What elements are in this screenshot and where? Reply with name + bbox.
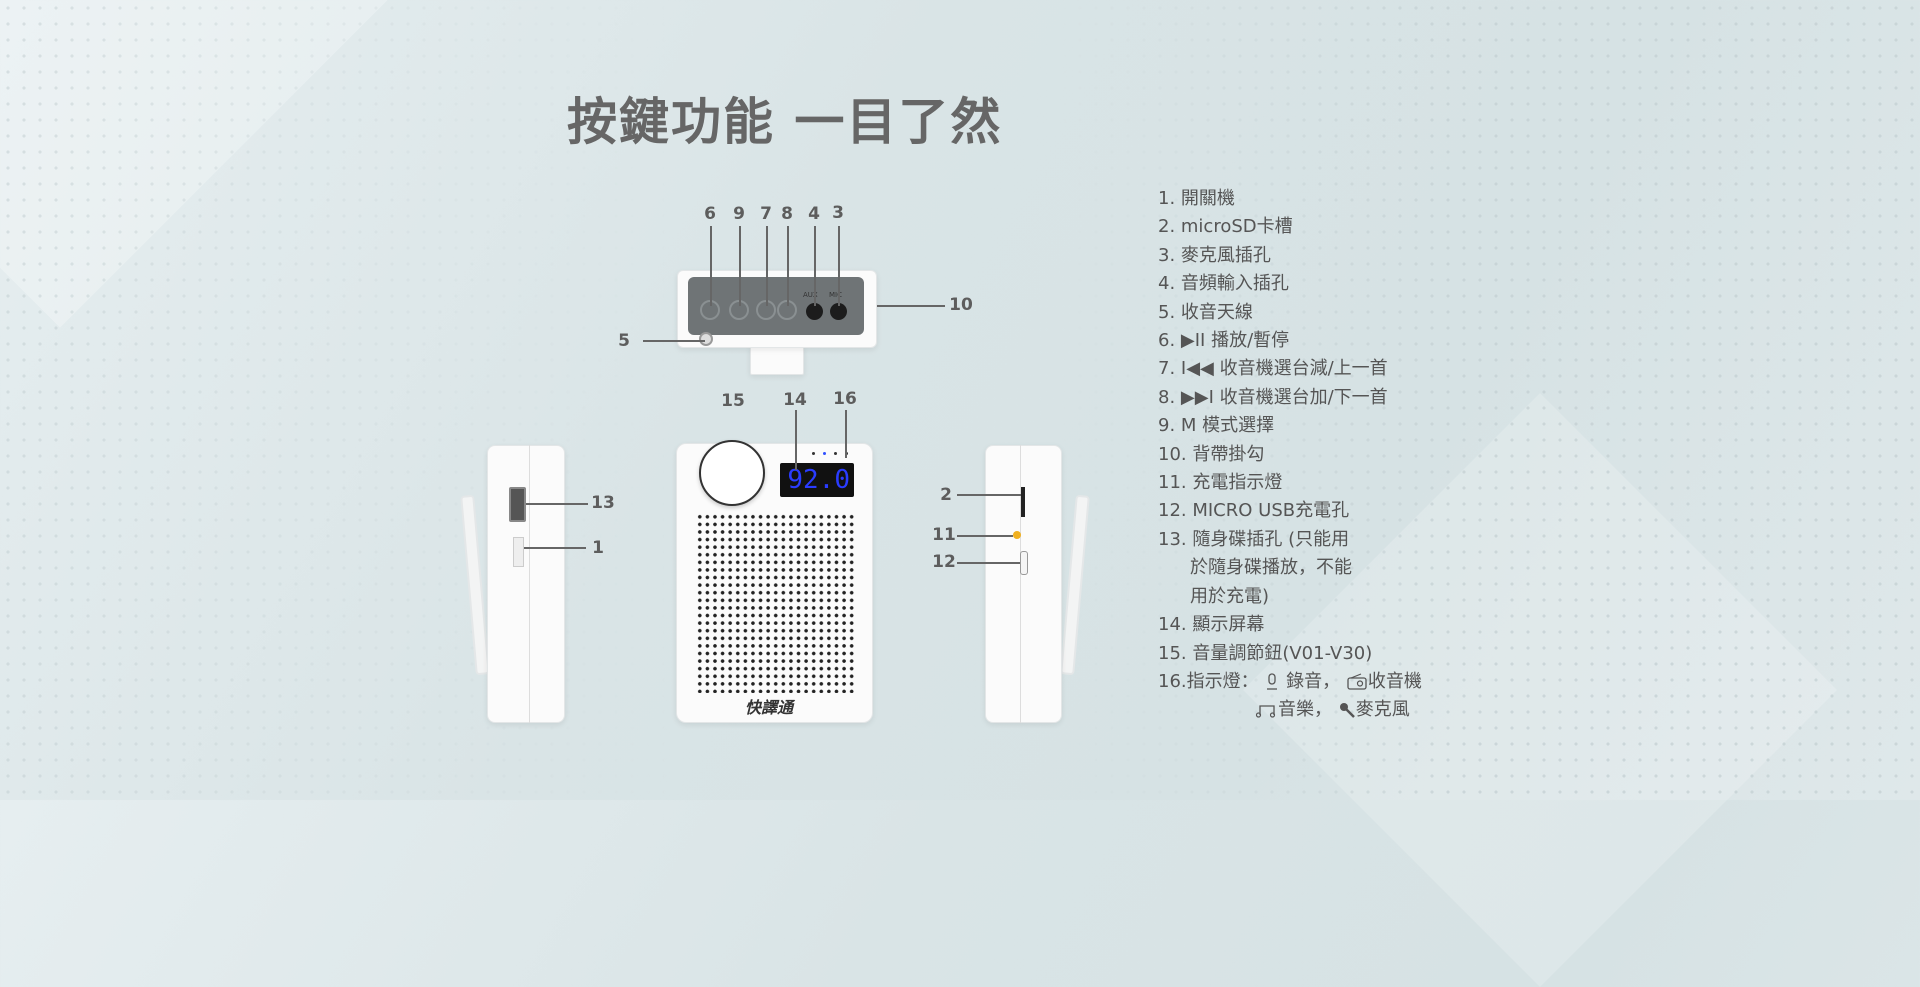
indicator-item-cont: 音樂， 麥克風 xyxy=(1158,696,1422,724)
microphone-icon xyxy=(1267,673,1278,690)
feature-item: 1. 開關機 xyxy=(1158,188,1235,209)
callout-3: 3 xyxy=(832,203,844,223)
brand-logo: 快譯通 xyxy=(745,698,794,717)
feature-item: 2. microSD卡槽 xyxy=(1158,216,1293,238)
feature-item: 14. 顯示屏幕 xyxy=(1158,614,1265,636)
feature-item: 10. 背帶掛勾 xyxy=(1158,443,1265,465)
aux-label: AUX xyxy=(803,291,818,299)
feature-item-cont: 於隨身碟播放，不能 xyxy=(1190,557,1352,579)
callout-6: 6 xyxy=(704,204,716,224)
indicator-item: 16.指示燈： 錄音， 收音機 xyxy=(1158,668,1422,696)
speaker-grille xyxy=(696,513,855,693)
callout-13: 13 xyxy=(591,493,615,513)
callout-8: 8 xyxy=(781,204,793,224)
page-title: 按鍵功能 一目了然 xyxy=(567,93,1003,151)
feature-item: 3. 麥克風插孔 xyxy=(1158,244,1271,266)
dot-pattern xyxy=(0,0,1920,800)
music-icon xyxy=(1255,705,1276,718)
mic-label: MIC xyxy=(829,291,842,299)
sd-slot xyxy=(1021,487,1025,517)
callout-16: 16 xyxy=(833,389,857,409)
indicator-mic: 麥克風 xyxy=(1355,699,1410,721)
radio-icon xyxy=(1347,673,1367,690)
feature-item: 13. 隨身碟插孔 (只能用 xyxy=(1158,528,1350,550)
callout-9: 9 xyxy=(733,204,745,224)
feature-list: 1. 開關機 2. microSD卡槽 3. 麥克風插孔 4. 音頻輸入插孔 5… xyxy=(1158,185,1422,725)
clip xyxy=(750,345,804,375)
indicator-radio: 收音機 xyxy=(1367,670,1422,692)
charge-led xyxy=(1013,531,1021,539)
indicator-leds xyxy=(812,452,848,458)
feature-item: 6. ▶II 播放/暫停 xyxy=(1158,330,1290,352)
feature-item: 9. M 模式選擇 xyxy=(1158,415,1275,437)
power-switch[interactable] xyxy=(513,537,524,567)
aux-jack xyxy=(806,303,823,320)
callout-7: 7 xyxy=(760,204,772,224)
lcd-display: 92.0 xyxy=(780,463,854,497)
callout-12: 12 xyxy=(932,552,956,572)
feature-item: 4. 音頻輸入插孔 xyxy=(1158,273,1289,295)
indicator-prefix: 16.指示燈： xyxy=(1158,670,1259,692)
antenna xyxy=(699,332,713,346)
callout-5: 5 xyxy=(618,331,630,351)
feature-item: 7. I◀◀ 收音機選台減/上一首 xyxy=(1158,358,1388,380)
callout-10: 10 xyxy=(949,295,973,315)
callout-2: 2 xyxy=(940,485,952,505)
micro-usb-port xyxy=(1020,551,1028,575)
handheld-mic-icon xyxy=(1339,703,1355,719)
device-side xyxy=(487,445,565,723)
callout-11: 11 xyxy=(932,525,956,545)
mic-jack xyxy=(830,303,847,320)
callout-1: 1 xyxy=(592,538,604,558)
usb-port xyxy=(509,487,526,522)
feature-item: 11. 充電指示燈 xyxy=(1158,472,1283,494)
volume-knob[interactable] xyxy=(699,440,765,506)
callout-15: 15 xyxy=(721,391,745,411)
callout-14: 14 xyxy=(783,390,807,410)
feature-item: 15. 音量調節鈕(V01-V30) xyxy=(1158,642,1373,664)
indicator-record: 錄音， xyxy=(1286,670,1341,692)
indicator-music: 音樂， xyxy=(1278,699,1332,721)
feature-item: 5. 收音天線 xyxy=(1158,301,1253,323)
feature-item-cont: 用於充電) xyxy=(1190,585,1270,607)
feature-item: 12. MICRO USB充電孔 xyxy=(1158,500,1350,522)
feature-item: 8. ▶▶I 收音機選台加/下一首 xyxy=(1158,386,1388,408)
callout-4: 4 xyxy=(808,204,820,224)
